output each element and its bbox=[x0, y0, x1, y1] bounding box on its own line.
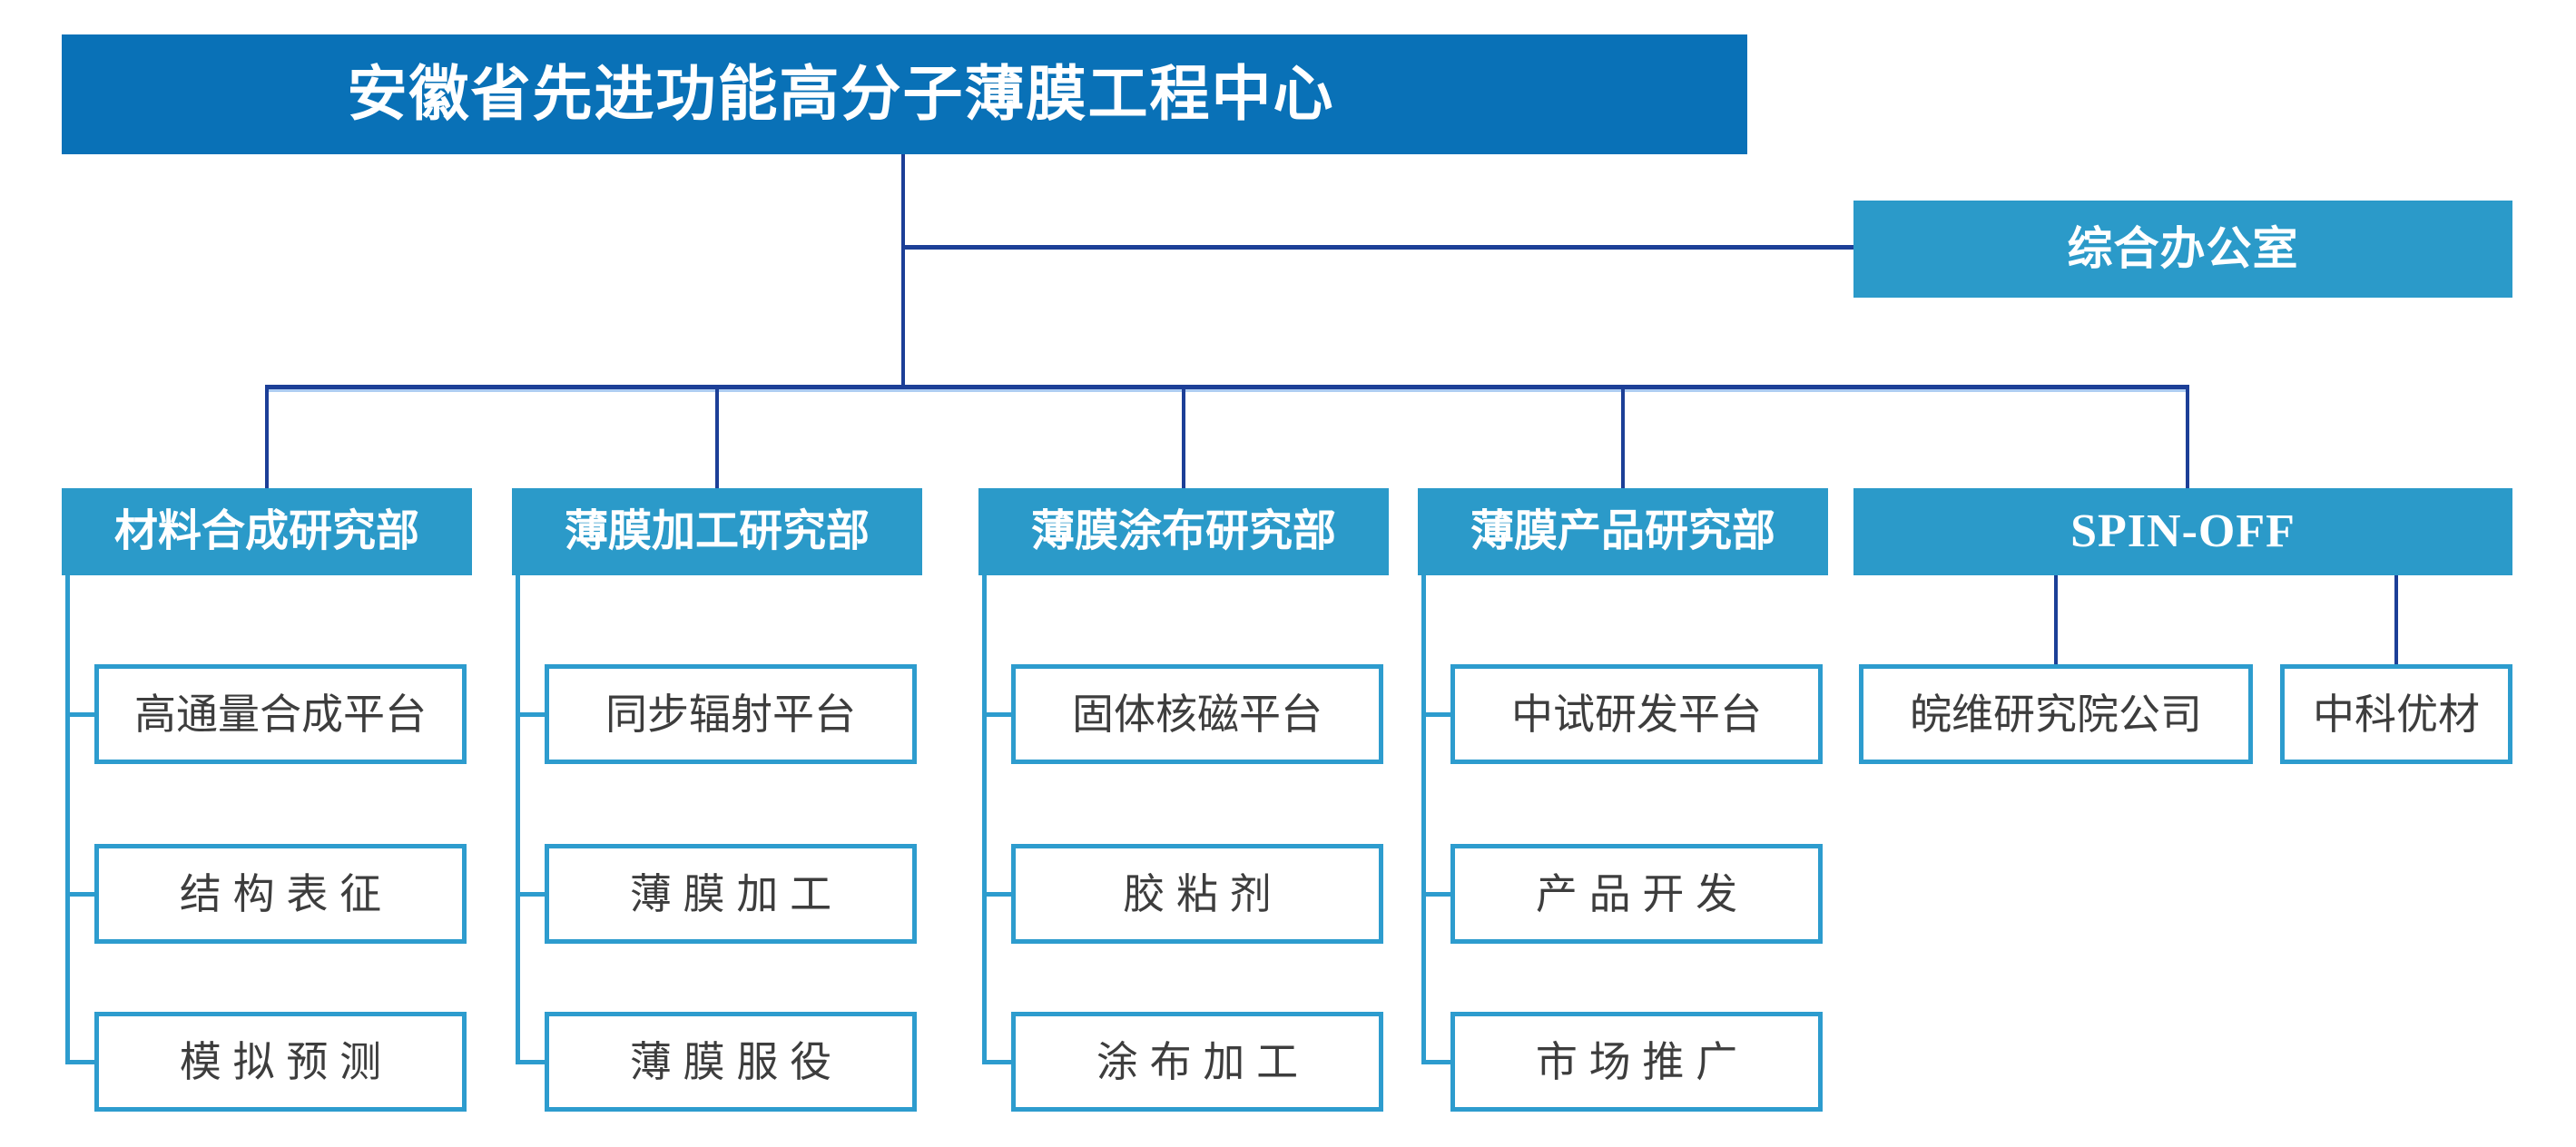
stub-line-col3-row1 bbox=[982, 712, 1013, 717]
sub-box-marketing: 市 场 推 广 bbox=[1450, 1012, 1823, 1112]
stub-line-col4-row2 bbox=[1421, 892, 1452, 897]
stub-line-col1-row1 bbox=[65, 712, 96, 717]
stub-line-col2-row2 bbox=[516, 892, 546, 897]
sub-box-solid-nmr-platform: 固体核磁平台 bbox=[1011, 664, 1383, 764]
dept-box-film-coating: 薄膜涂布研究部 bbox=[978, 488, 1389, 575]
main-horizontal-shadow-line bbox=[265, 389, 2189, 392]
bracket-line-col4 bbox=[1421, 575, 1426, 1064]
dept-drop-line-1 bbox=[265, 385, 269, 488]
stub-line-col4-row1 bbox=[1421, 712, 1452, 717]
sub-box-zhongke-youcai: 中科优材 bbox=[2280, 664, 2512, 764]
sub-box-simulation-prediction: 模 拟 预 测 bbox=[94, 1012, 467, 1112]
stub-line-col2-row3 bbox=[516, 1060, 546, 1064]
sub-box-product-development: 产 品 开 发 bbox=[1450, 844, 1823, 944]
dept-drop-line-5 bbox=[2186, 385, 2189, 488]
sub-box-pilot-rd-platform: 中试研发平台 bbox=[1450, 664, 1823, 764]
sub-box-adhesives: 胶 粘 剂 bbox=[1011, 844, 1383, 944]
dept-drop-line-4 bbox=[1621, 385, 1625, 488]
main-horizontal-line bbox=[265, 385, 2189, 389]
root-vertical-line bbox=[901, 154, 905, 389]
org-root-title-box: 安徽省先进功能高分子薄膜工程中心 bbox=[62, 34, 1747, 154]
office-box: 综合办公室 bbox=[1853, 201, 2512, 298]
stub-line-col3-row3 bbox=[982, 1060, 1013, 1064]
sub-box-structure-characterization: 结 构 表 征 bbox=[94, 844, 467, 944]
dept-drop-line-2 bbox=[715, 385, 719, 488]
bracket-line-col1 bbox=[65, 575, 70, 1064]
stub-line-col4-row3 bbox=[1421, 1060, 1452, 1064]
dept-box-spin-off: SPIN-OFF bbox=[1853, 488, 2512, 575]
spinoff-drop-line-2 bbox=[2394, 575, 2398, 664]
bracket-line-col2 bbox=[516, 575, 520, 1064]
bracket-line-col3 bbox=[982, 575, 987, 1064]
sub-box-synchrotron-platform: 同步辐射平台 bbox=[545, 664, 917, 764]
sub-box-film-processing: 薄 膜 加 工 bbox=[545, 844, 917, 944]
stub-line-col1-row3 bbox=[65, 1060, 96, 1064]
sub-box-film-service: 薄 膜 服 役 bbox=[545, 1012, 917, 1112]
dept-box-film-processing: 薄膜加工研究部 bbox=[512, 488, 922, 575]
sub-box-wanwei-research-institute: 皖维研究院公司 bbox=[1859, 664, 2253, 764]
stub-line-col1-row2 bbox=[65, 892, 96, 897]
stub-line-col2-row1 bbox=[516, 712, 546, 717]
sub-box-coating-processing: 涂 布 加 工 bbox=[1011, 1012, 1383, 1112]
office-branch-line bbox=[903, 245, 1853, 250]
dept-drop-line-3 bbox=[1182, 385, 1185, 488]
dept-box-materials-synthesis: 材料合成研究部 bbox=[62, 488, 472, 575]
spinoff-drop-line-1 bbox=[2054, 575, 2058, 664]
stub-line-col3-row2 bbox=[982, 892, 1013, 897]
dept-box-film-products: 薄膜产品研究部 bbox=[1418, 488, 1828, 575]
sub-box-high-throughput-synthesis: 高通量合成平台 bbox=[94, 664, 467, 764]
